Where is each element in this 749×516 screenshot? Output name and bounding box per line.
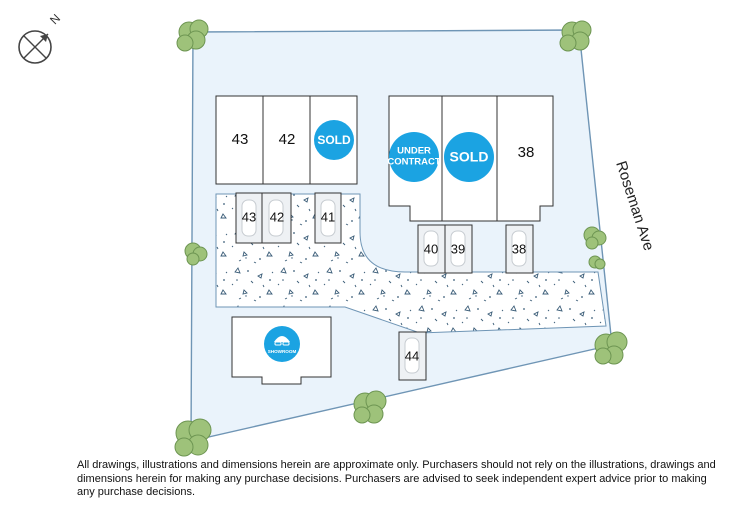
car-silhouette — [320, 199, 336, 237]
car-silhouette — [423, 230, 439, 267]
trees — [174, 19, 628, 457]
unit-42-label: 42 — [279, 131, 296, 148]
car-silhouette — [241, 199, 257, 237]
carport-42-label: 42 — [270, 209, 284, 224]
tree-icon — [353, 390, 387, 424]
tree-icon — [184, 242, 208, 266]
street-name: Roseman Ave — [612, 159, 657, 253]
carport-39-label: 39 — [451, 241, 465, 256]
tree-icon — [588, 255, 606, 270]
sold-badge — [444, 132, 494, 182]
gravel-driveway — [215, 193, 607, 334]
under-contract-label-line1: UNDER — [397, 146, 431, 157]
under-contract-label-line2: CONTRACT — [387, 157, 440, 168]
carport-44-label: 44 — [405, 348, 419, 363]
tree-icon — [176, 19, 209, 52]
unit-43-label: 43 — [232, 131, 249, 148]
car-silhouette — [511, 230, 527, 267]
showroom-badge-label: SHOWROOM — [268, 349, 297, 354]
showroom-building: SHOWROOM — [231, 316, 332, 385]
car-silhouette — [404, 337, 420, 374]
sold-badge — [314, 120, 354, 160]
carport-41-label: 41 — [321, 209, 335, 224]
carport-40-label: 40 — [424, 241, 438, 256]
tree-icon — [594, 331, 628, 365]
disclaimer-text: All drawings, illustrations and dimensio… — [77, 459, 716, 498]
unit-38[interactable] — [496, 95, 554, 222]
carport-44-group: 44 — [398, 331, 427, 381]
carport-43-label: 43 — [242, 209, 256, 224]
building-block-west: 43 42 SOLD — [215, 95, 358, 185]
sold-badge-label: SOLD — [317, 133, 351, 147]
unit-43[interactable] — [215, 95, 264, 185]
carports-west: 43 42 41 — [235, 192, 342, 244]
carports-east: 40 39 38 — [417, 224, 534, 274]
tree-icon — [559, 20, 592, 52]
compass-icon: N — [18, 11, 63, 64]
tree-icon — [174, 418, 212, 457]
sold-badge-label: SOLD — [450, 149, 489, 165]
showroom-badge — [264, 326, 300, 362]
carport-38-label: 38 — [512, 241, 526, 256]
car-silhouette — [450, 230, 466, 267]
car-silhouette — [268, 199, 284, 237]
under-contract-badge — [389, 132, 439, 182]
unit-38-label: 38 — [518, 144, 535, 161]
tree-icon — [583, 226, 607, 250]
building-block-east: UNDER CONTRACT SOLD 38 — [387, 95, 554, 222]
showroom-icon — [274, 336, 290, 346]
compass-north-label: N — [47, 11, 63, 27]
